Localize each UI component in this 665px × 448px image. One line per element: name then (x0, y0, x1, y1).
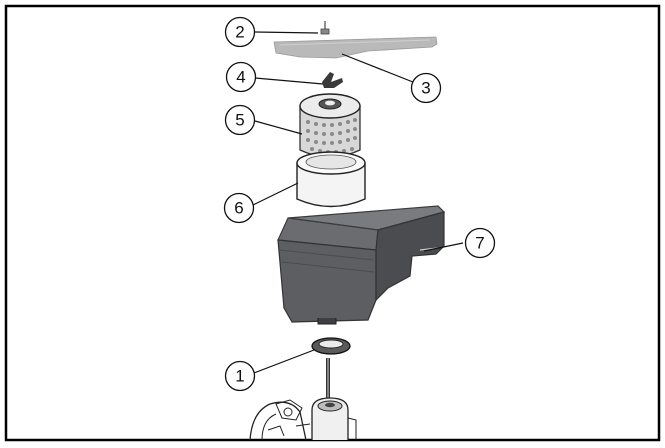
air-cleaner-base (277, 205, 446, 325)
callout-label-1: 1 (235, 367, 244, 386)
wing-nut (322, 72, 343, 88)
leader-line-1 (253, 349, 315, 374)
leader-line-7 (423, 242, 464, 252)
callout-2: 2 (224, 16, 256, 48)
callout-3: 3 (410, 72, 442, 104)
callout-label-2: 2 (235, 23, 244, 42)
leader-line-2 (254, 31, 319, 34)
callout-1: 1 (224, 360, 256, 392)
leader-line-6 (252, 182, 299, 206)
callout-label-5: 5 (235, 111, 244, 130)
callout-label-3: 3 (421, 79, 430, 98)
callout-5: 5 (224, 104, 256, 136)
callout-label-6: 6 (234, 199, 243, 218)
foam-pre-cleaner (296, 151, 366, 208)
callout-6: 6 (223, 192, 255, 224)
leader-line-5 (254, 120, 303, 135)
air-cleaner-cover (273, 36, 438, 59)
leader-lines (252, 31, 464, 374)
engine-mount-assembly (249, 358, 357, 441)
screw (320, 21, 330, 35)
callout-label-4: 4 (236, 68, 245, 87)
paper-filter-element (299, 93, 361, 158)
leader-line-4 (254, 77, 324, 85)
callout-4: 4 (225, 61, 257, 93)
leader-line-3 (341, 53, 424, 87)
callout-7: 7 (464, 227, 496, 259)
callout-label-7: 7 (475, 234, 484, 253)
foam-seal-washer (311, 337, 351, 355)
